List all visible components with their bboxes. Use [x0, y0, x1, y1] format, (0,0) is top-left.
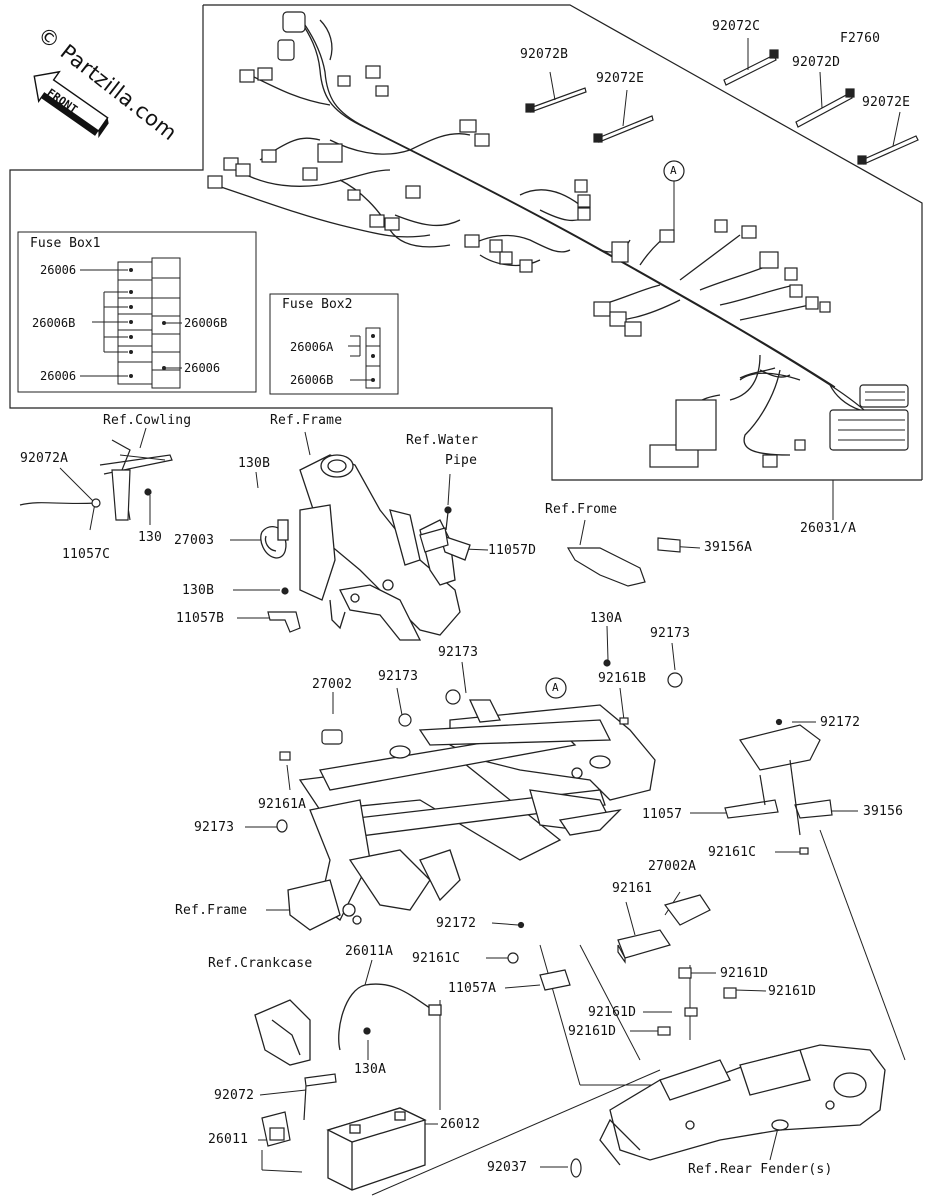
part-callout[interactable]: 11057A	[448, 981, 497, 996]
part-callout[interactable]: 92172	[820, 715, 861, 730]
marker-a-label: A	[670, 164, 677, 177]
reference-label: Ref.Frame	[175, 903, 248, 918]
part-callout[interactable]: 11057D	[488, 543, 537, 558]
part-callout[interactable]: 92172	[436, 916, 477, 931]
fuse-box-1-dots	[129, 268, 166, 378]
leader-lines-top	[549, 38, 901, 520]
bracket-ref-frome	[566, 537, 681, 587]
clip-92037	[570, 1158, 582, 1178]
part-callout[interactable]: 92072E	[862, 95, 911, 110]
fuse-box-2-drawing	[269, 293, 399, 395]
part-callout[interactable]: 92161A	[258, 797, 307, 812]
part-callout[interactable]: 130B	[182, 583, 215, 598]
part-callout[interactable]: 130A	[590, 611, 623, 626]
crankcase-part	[254, 999, 311, 1066]
part-callout[interactable]: 92161C	[708, 845, 757, 860]
harness-connectors	[207, 11, 909, 468]
reference-label: Ref.Rear Fender(s)	[688, 1162, 833, 1177]
fuse-box-1-label: 26006B	[184, 316, 228, 330]
fuse-box-1-drawing	[17, 231, 257, 393]
part-callout[interactable]: 92161D	[568, 1024, 617, 1039]
relay-modules	[539, 894, 737, 1036]
reference-label: Ref.Frome	[545, 502, 618, 517]
cowling-bracket	[19, 439, 173, 521]
part-callout[interactable]: 92161D	[588, 1005, 637, 1020]
reference-label: Pipe	[445, 453, 478, 468]
part-callout[interactable]: 92072	[214, 1088, 255, 1103]
figure-code: F2760	[840, 31, 881, 46]
fuse-box-1-label: 26006B	[32, 316, 76, 330]
part-callout[interactable]: 11057B	[176, 611, 225, 626]
harness-panel-border	[9, 4, 923, 481]
part-callout[interactable]: 92072A	[20, 451, 69, 466]
fuse-box-2-title: Fuse Box2	[282, 297, 353, 312]
reference-label: Ref.Frame	[270, 413, 343, 428]
upper-frame	[299, 454, 471, 641]
part-callout[interactable]: 92173	[378, 669, 419, 684]
front-direction-icon	[33, 70, 109, 139]
lower-leaders	[59, 427, 858, 1168]
part-callout[interactable]: 39156	[863, 804, 904, 819]
part-callout[interactable]: 26011	[208, 1132, 249, 1147]
marker-a-circles	[545, 160, 685, 699]
part-callout[interactable]: 26031/A	[800, 521, 857, 536]
fuse-box-1-label: 26006	[40, 369, 77, 383]
part-callout[interactable]: 92173	[194, 820, 235, 835]
part-callout[interactable]: 92072C	[712, 19, 761, 34]
water-pipe-bracket	[419, 506, 452, 553]
part-callout[interactable]: 92173	[650, 626, 691, 641]
fuse-box-2-dots	[371, 334, 375, 382]
horn-part	[260, 519, 289, 559]
part-callout[interactable]: 130A	[354, 1062, 387, 1077]
fuse-box-2-label: 26006B	[290, 373, 334, 387]
fuse-box-2-label: 26006A	[290, 340, 334, 354]
part-callout[interactable]: 92173	[438, 645, 479, 660]
battery-cable-26011a	[338, 983, 442, 1051]
part-callout[interactable]: 92072B	[520, 47, 569, 62]
part-callout[interactable]: 92072D	[792, 55, 841, 70]
part-callout[interactable]: 92161D	[768, 984, 817, 999]
part-callout[interactable]: 27002	[312, 677, 353, 692]
reference-label: Ref.Water	[406, 433, 479, 448]
cable-ties	[525, 49, 919, 165]
fuse-box-1-label: 26006	[40, 263, 77, 277]
fuse-box-1-title: Fuse Box1	[30, 236, 101, 251]
marker-a-label: A	[552, 681, 559, 694]
reference-label: Ref.Crankcase	[208, 956, 313, 971]
grommets-fittings	[276, 659, 783, 964]
part-callout[interactable]: 92161C	[412, 951, 461, 966]
part-callout[interactable]: 11057C	[62, 547, 111, 562]
part-callout[interactable]: 39156A	[704, 540, 753, 555]
assembly-outline-lines	[261, 829, 906, 1196]
part-callout[interactable]: 130B	[238, 456, 271, 471]
part-callout[interactable]: 11057	[642, 807, 683, 822]
part-callout[interactable]: 92161	[612, 881, 653, 896]
part-callout[interactable]: 26011A	[345, 944, 394, 959]
part-callout[interactable]: 26012	[440, 1117, 481, 1132]
bracket-11057b	[267, 587, 301, 633]
part-callout[interactable]: 92161B	[598, 671, 647, 686]
main-frame	[287, 699, 656, 931]
battery-band	[261, 1073, 337, 1147]
part-callout[interactable]: 130	[138, 530, 163, 545]
bracket-11057-right	[724, 724, 833, 855]
part-callout[interactable]: 92161D	[720, 966, 769, 981]
part-callout[interactable]: 92037	[487, 1160, 528, 1175]
part-callout[interactable]: 27002A	[648, 859, 697, 874]
battery-26012	[326, 1107, 427, 1191]
part-callout[interactable]: 92072E	[596, 71, 645, 86]
part-callout[interactable]: 27003	[174, 533, 215, 548]
fuse-box-1-label: 26006	[184, 361, 221, 375]
ecu-connector-detail	[838, 391, 905, 441]
reference-label: Ref.Cowling	[103, 413, 192, 428]
rear-fender	[599, 1044, 886, 1166]
main-wiring-harness	[214, 19, 876, 456]
